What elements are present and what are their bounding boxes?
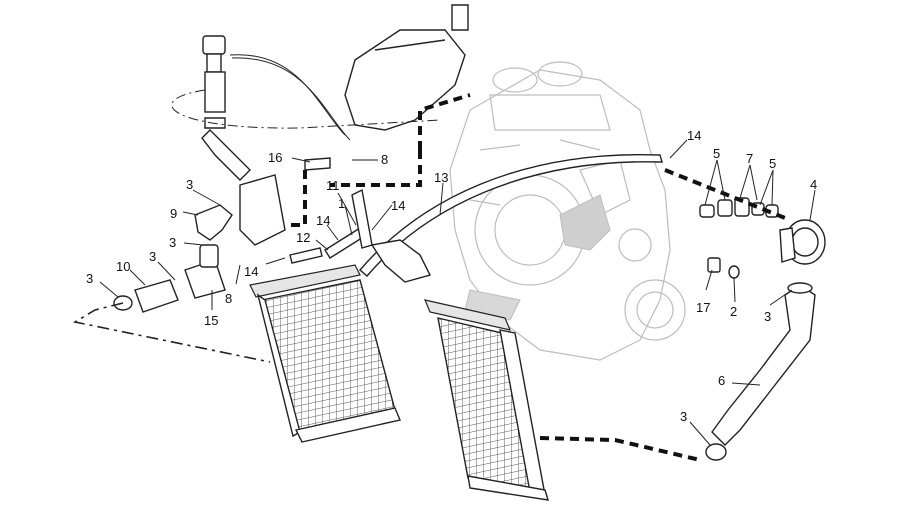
callout-13: 13 bbox=[434, 170, 448, 185]
left-radiator bbox=[249, 264, 401, 443]
hose-13 bbox=[359, 153, 663, 277]
hose-6 bbox=[711, 284, 816, 446]
callout-3: 3 bbox=[186, 177, 193, 192]
callout-17: 17 bbox=[696, 300, 710, 315]
sensor-17 bbox=[707, 257, 740, 279]
callout-14: 14 bbox=[687, 128, 701, 143]
callout-3: 3 bbox=[86, 271, 93, 286]
callout-11: 11 bbox=[326, 178, 340, 193]
callout-7: 7 bbox=[746, 151, 753, 166]
callout-4: 4 bbox=[810, 177, 817, 192]
callout-3: 3 bbox=[149, 249, 156, 264]
callout-9: 9 bbox=[170, 206, 177, 221]
center-radiator bbox=[424, 299, 549, 501]
hose-10 bbox=[134, 279, 179, 313]
hose-lower-middle bbox=[370, 239, 432, 283]
callout-15: 15 bbox=[204, 313, 218, 328]
callout-14: 14 bbox=[391, 198, 405, 213]
callout-5: 5 bbox=[769, 156, 776, 171]
filler-cap bbox=[201, 35, 251, 181]
callout-2: 2 bbox=[730, 304, 737, 319]
callout-3: 3 bbox=[169, 235, 176, 250]
callout-8: 8 bbox=[225, 291, 232, 306]
hose-9 bbox=[194, 204, 233, 241]
callout-6: 6 bbox=[718, 373, 725, 388]
leader-lines bbox=[99, 139, 816, 446]
callout-16: 16 bbox=[268, 150, 282, 165]
callout-10: 10 bbox=[116, 259, 130, 274]
callout-12: 12 bbox=[296, 230, 310, 245]
expansion-tank bbox=[344, 4, 469, 131]
engine-block bbox=[449, 61, 686, 361]
callout-8: 8 bbox=[381, 152, 388, 167]
overflow-hose bbox=[229, 54, 346, 136]
callout-labels: 14 5 7 5 4 16 8 13 3 11 14 9 1 14 3 12 1… bbox=[86, 128, 817, 424]
callout-14: 14 bbox=[244, 264, 258, 279]
callout-1: 1 bbox=[338, 196, 345, 211]
thermostat-housing bbox=[239, 174, 286, 246]
pump-cover bbox=[779, 219, 826, 265]
fittings-5-7 bbox=[699, 197, 779, 218]
callout-3: 3 bbox=[764, 309, 771, 324]
callout-14: 14 bbox=[316, 213, 330, 228]
callout-5: 5 bbox=[713, 146, 720, 161]
callout-3: 3 bbox=[680, 409, 687, 424]
